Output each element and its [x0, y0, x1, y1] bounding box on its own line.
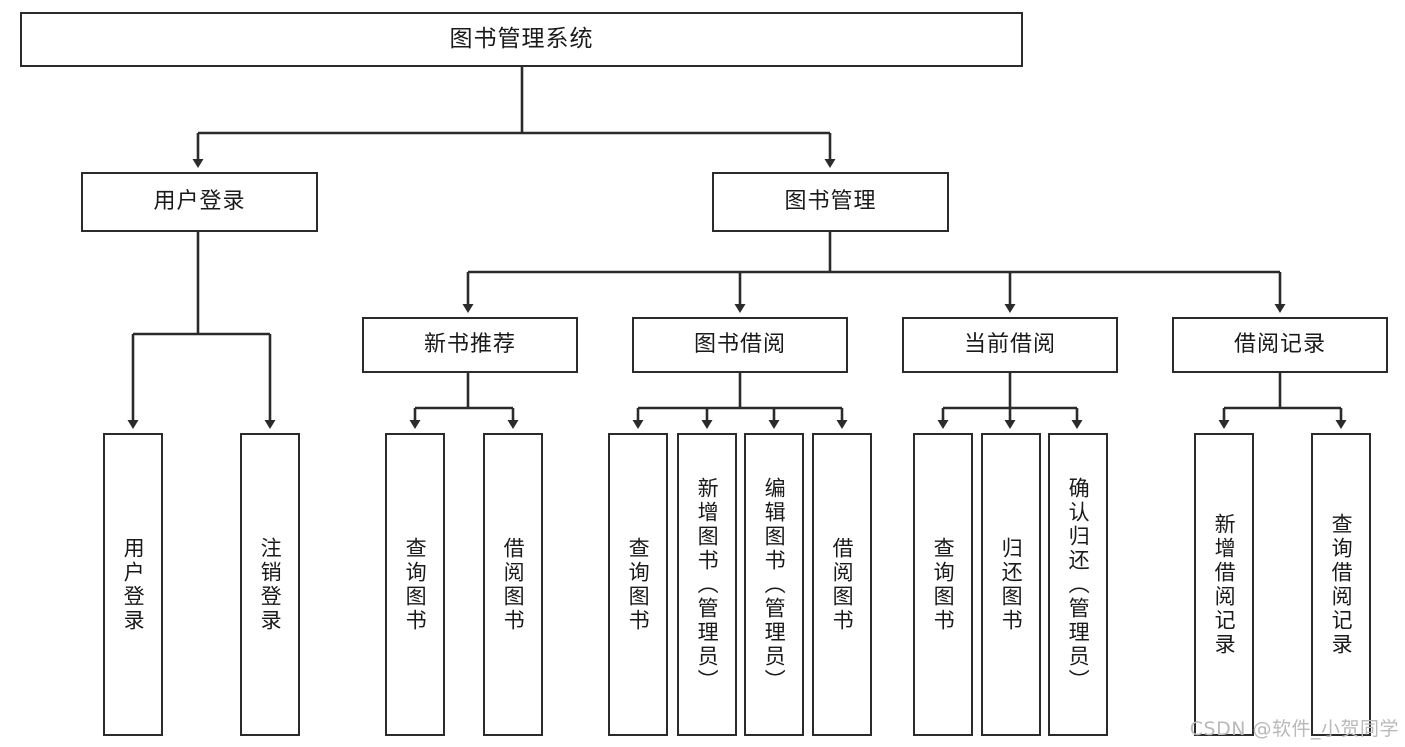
leaf-book-borrow-1-label: 查询图书	[626, 536, 651, 633]
leaf-book-borrow-4[interactable]: 借阅图书	[812, 433, 872, 736]
node-borrow-record-label: 借阅记录	[1233, 331, 1326, 357]
node-book-manage-label: 图书管理	[784, 188, 877, 214]
node-new-book-recommend-label: 新书推荐	[423, 331, 516, 357]
leaf-new-book-2[interactable]: 借阅图书	[483, 433, 543, 736]
leaf-user-login-2-label: 注销登录	[258, 536, 283, 633]
leaf-user-login-1[interactable]: 用户登录	[103, 433, 163, 736]
leaf-current-borrow-3[interactable]: 确认归还（管理员）	[1048, 433, 1108, 736]
leaf-book-borrow-3-label: 编辑图书（管理员）	[762, 476, 787, 693]
leaf-borrow-record-2-label: 查询借阅记录	[1329, 512, 1354, 657]
leaf-new-book-2-label: 借阅图书	[501, 536, 526, 633]
leaf-borrow-record-1[interactable]: 新增借阅记录	[1194, 433, 1254, 736]
node-book-borrow[interactable]: 图书借阅	[632, 317, 848, 373]
leaf-book-borrow-1[interactable]: 查询图书	[608, 433, 668, 736]
node-current-borrow-label: 当前借阅	[963, 331, 1056, 357]
leaf-book-borrow-3[interactable]: 编辑图书（管理员）	[744, 433, 804, 736]
leaf-book-borrow-2[interactable]: 新增图书（管理员）	[677, 433, 737, 736]
leaf-new-book-1[interactable]: 查询图书	[385, 433, 445, 736]
leaf-current-borrow-1[interactable]: 查询图书	[913, 433, 973, 736]
leaf-book-borrow-2-label: 新增图书（管理员）	[695, 476, 720, 693]
node-user-login-label: 用户登录	[153, 188, 246, 214]
watermark: CSDN @软件_小贺同学	[1189, 718, 1399, 740]
node-new-book-recommend[interactable]: 新书推荐	[362, 317, 578, 373]
leaf-new-book-1-label: 查询图书	[403, 536, 428, 633]
leaf-book-borrow-4-label: 借阅图书	[830, 536, 855, 633]
node-root[interactable]: 图书管理系统	[20, 12, 1023, 67]
leaf-current-borrow-2[interactable]: 归还图书	[981, 433, 1041, 736]
leaf-current-borrow-3-label: 确认归还（管理员）	[1066, 476, 1091, 693]
node-borrow-record[interactable]: 借阅记录	[1172, 317, 1388, 373]
node-book-borrow-label: 图书借阅	[693, 331, 786, 357]
node-book-manage[interactable]: 图书管理	[712, 172, 949, 232]
leaf-current-borrow-1-label: 查询图书	[931, 536, 956, 633]
leaf-user-login-2[interactable]: 注销登录	[240, 433, 300, 736]
node-user-login[interactable]: 用户登录	[81, 172, 318, 232]
node-root-label: 图书管理系统	[449, 25, 594, 52]
leaf-borrow-record-2[interactable]: 查询借阅记录	[1311, 433, 1371, 736]
leaf-current-borrow-2-label: 归还图书	[999, 536, 1024, 633]
leaf-borrow-record-1-label: 新增借阅记录	[1212, 512, 1237, 657]
leaf-user-login-1-label: 用户登录	[121, 536, 146, 633]
node-current-borrow[interactable]: 当前借阅	[902, 317, 1118, 373]
